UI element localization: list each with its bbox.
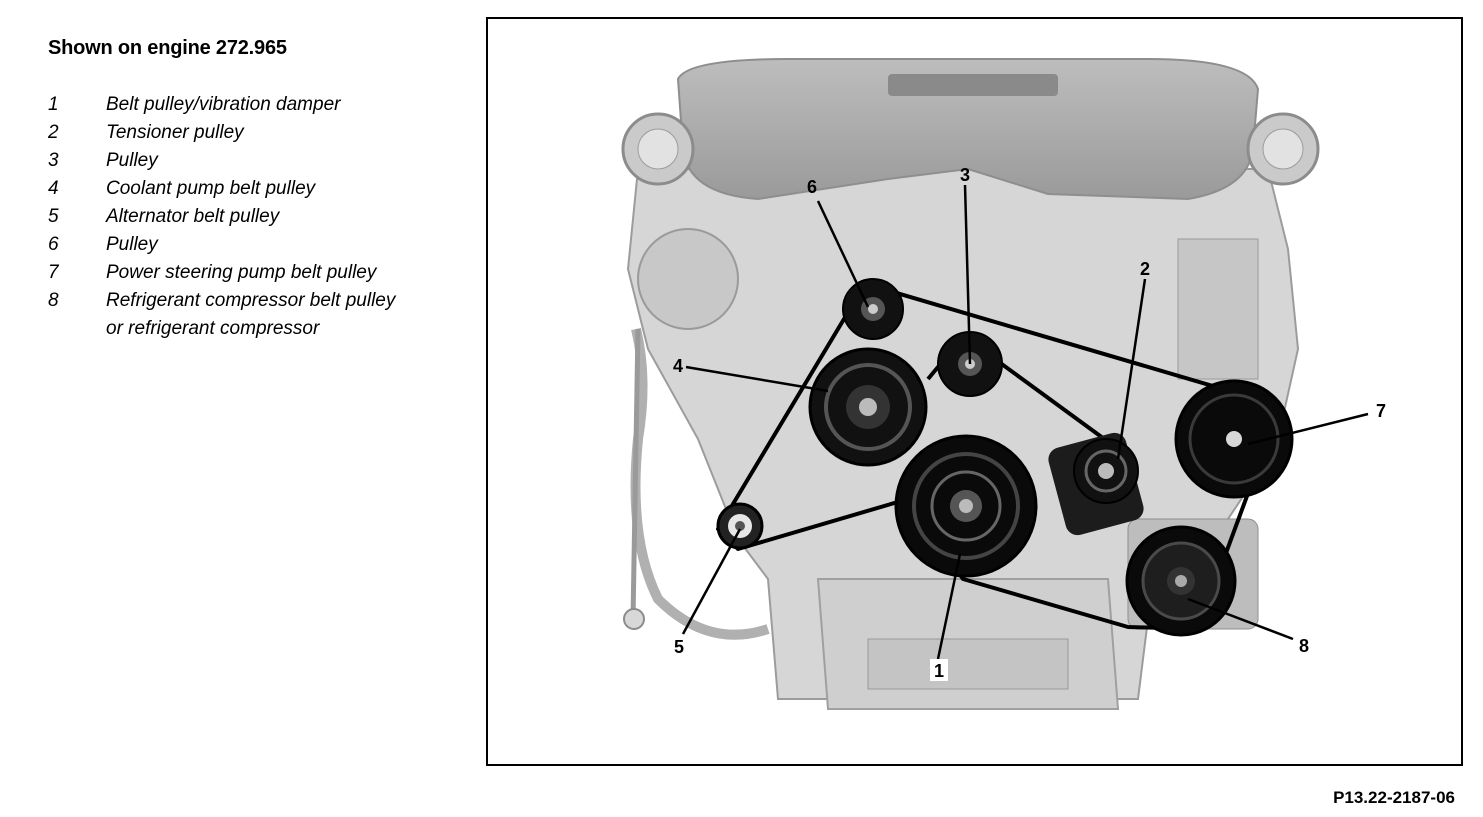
leader-1 — [936, 553, 962, 660]
pulley-5 — [716, 502, 764, 550]
intake-left-inner — [637, 128, 679, 170]
figure-frame: 1 2 3 4 5 6 7 8 — [486, 17, 1463, 766]
dipstick-tube — [630, 328, 641, 620]
callout-4: 4 — [673, 356, 683, 376]
legend-number: 2 — [48, 122, 59, 143]
legend-number: 6 — [48, 234, 59, 255]
legend-text: Coolant pump belt pulley — [106, 178, 316, 199]
leader-3 — [963, 184, 972, 365]
legend-text: Tensioner pulley — [106, 122, 244, 143]
engine-illustration — [621, 58, 1320, 710]
legend-text: Power steering pump belt pulley — [106, 262, 377, 283]
dipstick-handle — [623, 608, 645, 630]
legend-text: Alternator belt pulley — [106, 206, 280, 227]
callout-7: 7 — [1376, 401, 1386, 421]
legend-text: Pulley — [106, 234, 158, 255]
legend-number: 5 — [48, 206, 59, 227]
legend-number: 8 — [48, 290, 59, 311]
cover-badge — [888, 74, 1058, 96]
legend-number: 4 — [48, 178, 59, 199]
callout-2: 2 — [1140, 259, 1150, 279]
callout-labels: 1 2 3 4 5 6 7 8 — [673, 165, 1386, 681]
pulley-1 — [894, 434, 1038, 578]
coolant-hose — [630, 327, 770, 640]
legend-text: Refrigerant compressor belt pulley — [106, 290, 396, 311]
figure-id: P13.22-2187-06 — [1333, 788, 1455, 807]
timing-cover-left — [637, 228, 739, 330]
leader-6 — [816, 200, 870, 308]
oil-pan-sump — [867, 638, 1069, 690]
callout-8: 8 — [1299, 636, 1309, 656]
pulley-4 — [808, 347, 928, 467]
leader-8 — [1187, 597, 1294, 641]
legend-text: Pulley — [106, 150, 158, 171]
diagram-heading: Shown on engine 272.965 — [48, 37, 287, 59]
pulley-8 — [1125, 525, 1237, 637]
pulley-7 — [1174, 379, 1294, 499]
callout-3: 3 — [960, 165, 970, 185]
callout-6: 6 — [807, 177, 817, 197]
leader-4 — [685, 365, 829, 393]
legend-number: 3 — [48, 150, 59, 171]
pulley-2-tensioner — [1048, 432, 1144, 536]
engine-belt-diagram: 1 2 3 4 5 6 7 8 — [621, 58, 1386, 710]
bracket-right — [1177, 238, 1259, 380]
callout-leaders — [681, 184, 1369, 660]
drive-belt-inner-run — [986, 352, 1120, 451]
callout-5: 5 — [674, 637, 684, 657]
leader-2 — [1116, 278, 1147, 460]
pulley-6 — [842, 278, 904, 340]
leader-5 — [681, 528, 742, 635]
leader-7 — [1247, 412, 1369, 446]
callout-1: 1 — [934, 661, 944, 681]
intake-right-inner — [1262, 128, 1304, 170]
legend-text-continuation: or refrigerant compressor — [106, 318, 320, 339]
legend-number: 1 — [48, 94, 59, 115]
legend-number: 7 — [48, 262, 59, 283]
legend-text: Belt pulley/vibration damper — [106, 94, 341, 115]
